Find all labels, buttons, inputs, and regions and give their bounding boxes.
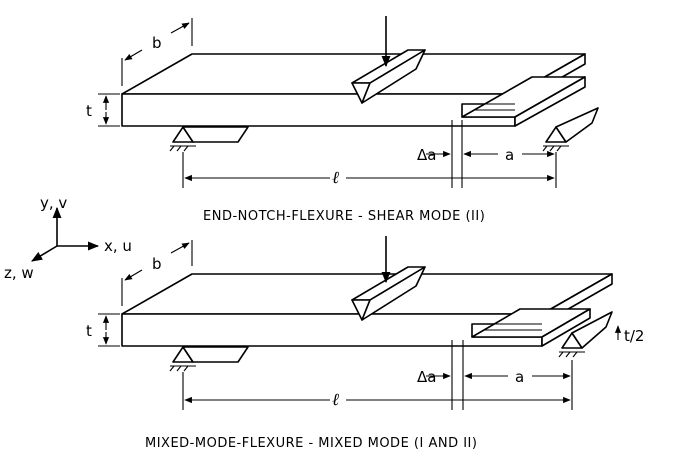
mmf-right-support <box>558 311 613 358</box>
mmf-beam-front-face <box>121 313 543 347</box>
coordinate-axes: y, v x, u z, w <box>4 194 132 282</box>
enf-b-dim-right <box>170 22 190 34</box>
mmf-label-t: t <box>86 322 92 340</box>
mmf-specimen: t/2 b t Δa a ℓ MIXED-MODE-FLEXURE - MIXE… <box>86 236 644 451</box>
mmf-label-b: b <box>152 255 162 273</box>
mmf-label-a: a <box>515 368 524 386</box>
enf-specimen: b t Δa a ℓ END-NOTCH-FLEXURE - SHEAR MOD… <box>86 16 599 224</box>
enf-caption: END-NOTCH-FLEXURE - SHEAR MODE (II) <box>203 209 485 224</box>
mmf-b-dim-left <box>124 269 143 281</box>
x-axis-label: x, u <box>104 237 132 255</box>
enf-b-dim-left <box>124 49 143 61</box>
z-axis-label: z, w <box>4 264 34 282</box>
mmf-label-t-half: t/2 <box>624 327 644 345</box>
enf-label-delta-a: Δa <box>417 146 436 164</box>
mmf-left-support <box>169 346 249 372</box>
enf-label-l: ℓ <box>332 168 339 188</box>
mmf-label-l: ℓ <box>332 390 339 410</box>
z-axis-arrow <box>31 245 58 262</box>
mmf-caption: MIXED-MODE-FLEXURE - MIXED MODE (I AND I… <box>145 436 477 451</box>
enf-left-support <box>169 126 249 152</box>
enf-right-support <box>542 107 599 152</box>
enf-loading-nose <box>351 49 426 104</box>
enf-lower-arm-end <box>514 76 586 127</box>
mmf-label-delta-a: Δa <box>417 368 436 386</box>
mmf-loading-nose <box>351 266 426 321</box>
enf-beam-front-face <box>121 93 516 127</box>
enf-label-t: t <box>86 102 92 120</box>
mmf-lower-arm-end <box>541 308 591 347</box>
enf-label-a: a <box>505 146 514 164</box>
mmf-b-dim-right <box>170 242 190 254</box>
y-axis-label: y, v <box>40 194 67 212</box>
enf-label-b: b <box>152 34 162 52</box>
